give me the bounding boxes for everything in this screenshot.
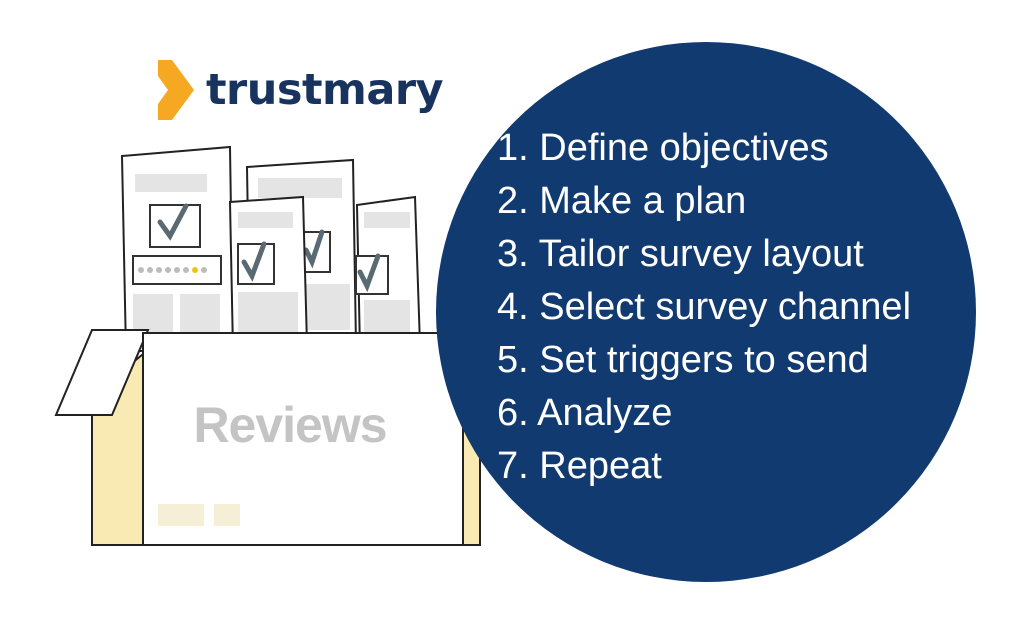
step-item: 2. Make a plan [497, 180, 747, 222]
survey-paper-1 [120, 145, 235, 354]
box-label: Reviews [193, 397, 387, 453]
step-item: 6. Analyze [497, 392, 673, 434]
checkmark-icon [241, 241, 267, 282]
box-tape-2 [214, 504, 240, 526]
steps-list: 1. Define objectives 2. Make a plan 3. T… [497, 122, 957, 493]
survey-paper-3 [228, 195, 309, 352]
step-item: 1. Define objectives [497, 127, 829, 169]
rating-dots-icon [138, 267, 207, 273]
trustmary-logo: trustmary [158, 60, 444, 120]
brand-name: trustmary [206, 65, 444, 115]
box-left-flap [54, 329, 150, 416]
box-tape-1 [158, 504, 204, 526]
step-item: 4. Select survey channel [497, 286, 912, 328]
checkmark-icon [357, 253, 381, 293]
steps-circle [436, 42, 976, 582]
survey-paper-4 [355, 195, 422, 352]
step-item: 5. Set triggers to send [497, 339, 869, 381]
trustmary-chevron-icon [158, 60, 194, 120]
checkmark-icon [303, 229, 325, 269]
step-item: 7. Repeat [497, 445, 662, 487]
checkmark-icon [157, 203, 189, 241]
step-item: 3. Tailor survey layout [497, 233, 864, 275]
